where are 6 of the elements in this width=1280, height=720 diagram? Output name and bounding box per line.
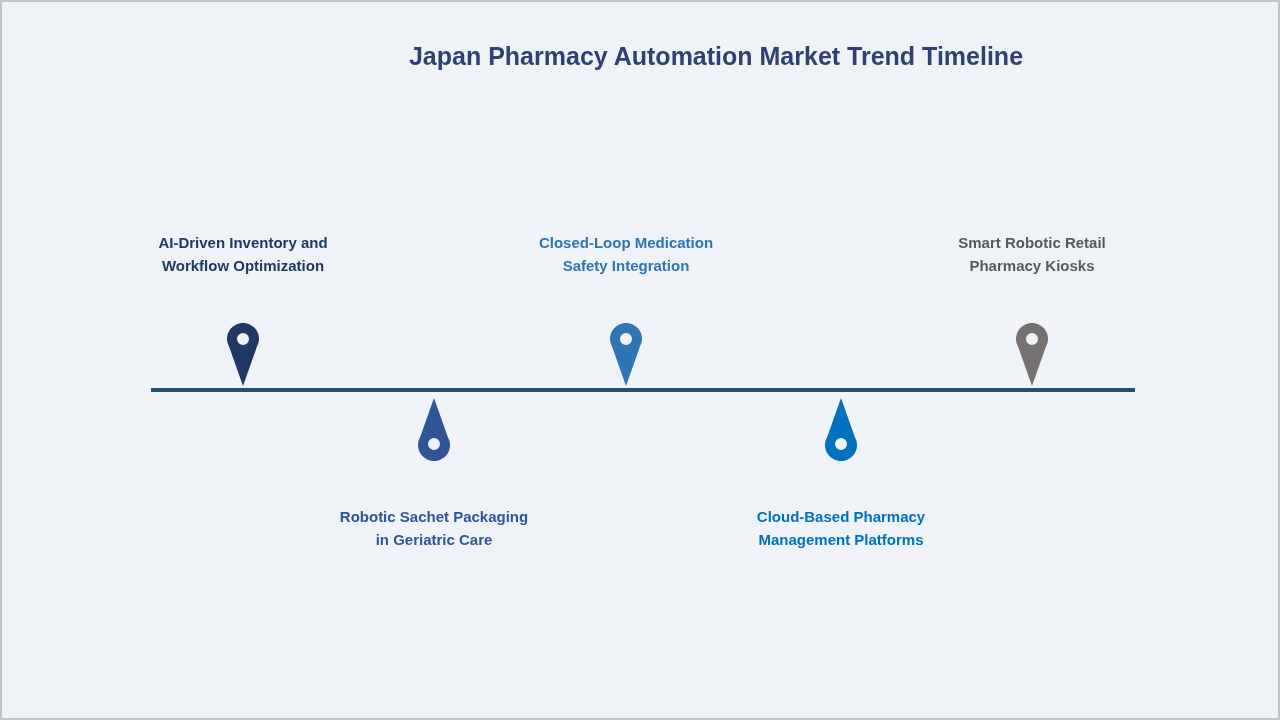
title: Japan Pharmacy Automation Market Trend Timeline: [408, 42, 1024, 71]
timeline-label: Cloud-Based Pharmacy Management Platforms: [756, 507, 926, 550]
timeline-label: Closed-Loop Medication Safety Integration: [538, 233, 714, 276]
timeline-label: AI-Driven Inventory and Workflow Optimization: [158, 233, 328, 276]
timeline-label: Smart Robotic Retail Pharmacy Kiosks: [958, 233, 1106, 276]
timeline-label: Robotic Sachet Packaging in Geriatric Care: [339, 507, 529, 550]
